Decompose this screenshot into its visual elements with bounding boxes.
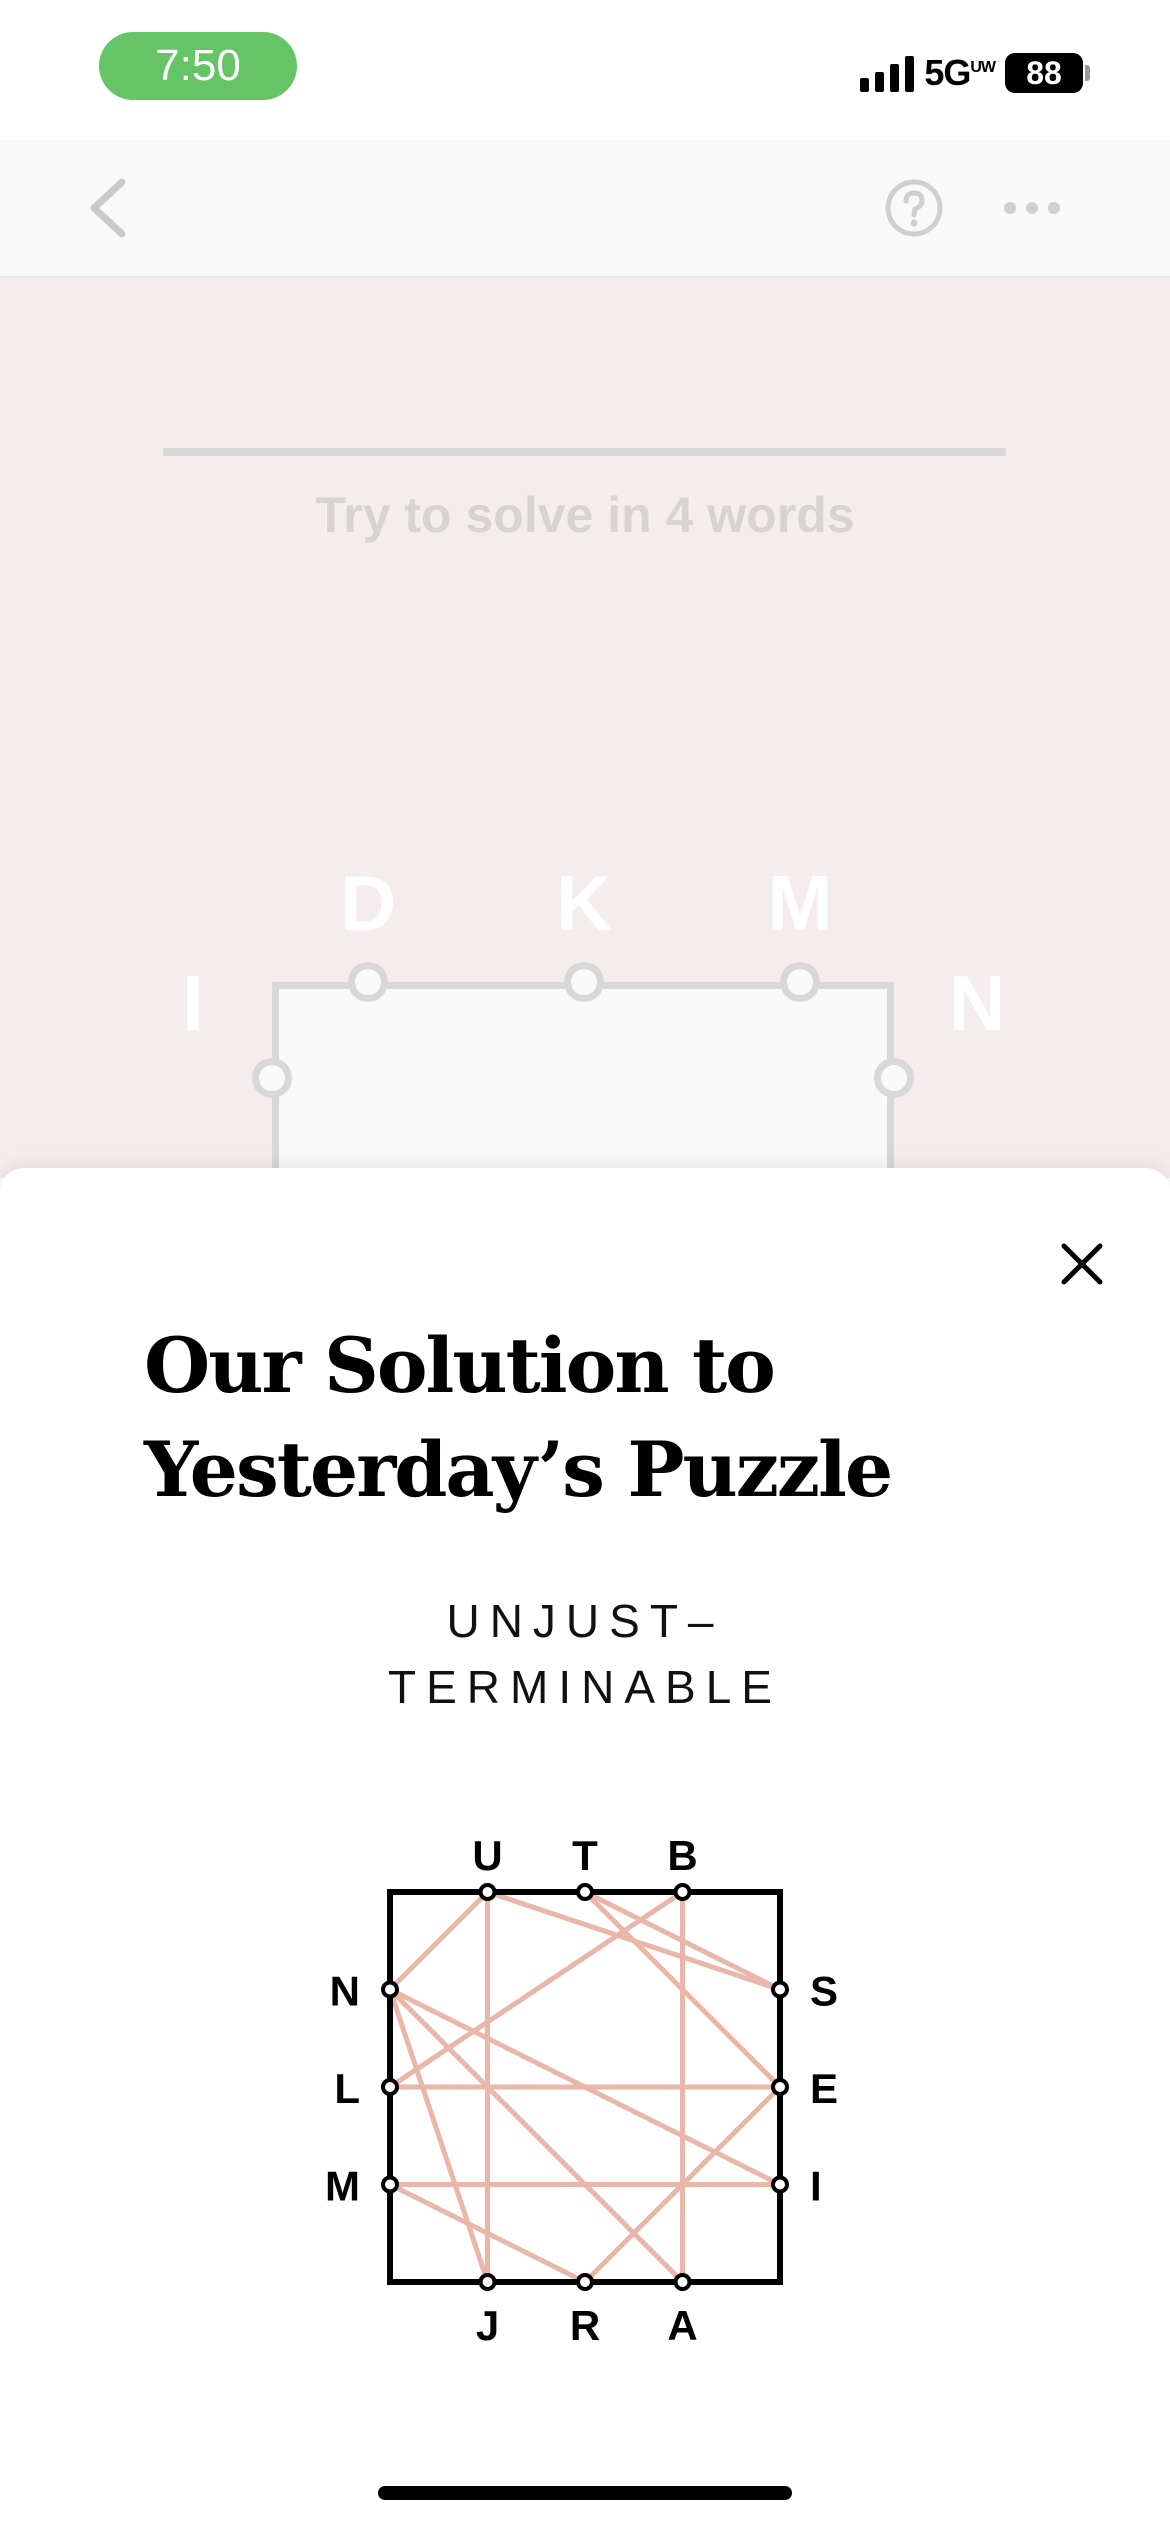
game-area: Try to solve in 4 words D K M I N [0,278,1170,1282]
path-segment [387,2182,588,2285]
diagram-node-i [771,2175,789,2194]
path-segment [387,1889,685,2090]
more-horizontal-icon[interactable] [1002,198,1062,218]
letter-top-2[interactable]: K [555,859,613,947]
network-label: 5GUW [924,52,996,93]
path-segment [387,1987,685,2285]
diagram-label-s: S [810,1968,838,2015]
signal-bars-icon [860,54,915,92]
diagram-label-m: M [325,2163,360,2210]
diagram-label-j: J [476,2302,499,2348]
node-top-3[interactable] [780,962,820,1002]
diagram-node-j [478,2273,497,2291]
hint-text: Try to solve in 4 words [315,487,855,543]
node-top-2[interactable] [564,962,604,1002]
path-segment [387,1987,490,2285]
diagram-label-l: L [334,2065,360,2112]
solution-path [387,1889,783,2285]
diagram-node-s [771,1980,789,1999]
diagram-node-r [576,2273,594,2291]
diagram-label-b: B [667,1832,697,1879]
diagram-label-a: A [667,2302,697,2348]
nav-bar [0,140,1170,278]
help-circle-icon[interactable] [884,178,944,238]
letter-top-3[interactable]: M [767,859,833,947]
diagram-label-t: T [572,1832,598,1879]
letter-left-1[interactable]: I [182,959,204,1047]
solution-word-2: TERMINABLE [388,1661,782,1713]
diagram-node-a [673,2273,692,2291]
solution-word-1: UNJUST– [446,1595,724,1647]
letter-right-1[interactable]: N [948,959,1006,1047]
diagram-label-r: R [570,2302,600,2348]
path-segment [387,1889,490,1992]
diagram-label-n: N [330,1968,360,2015]
diagram-node-l [381,2078,399,2096]
diagram-node-m [381,2175,399,2194]
solution-words: UNJUST– TERMINABLE [0,1588,1170,1720]
status-indicators: 5GUW 88 [860,48,1090,98]
battery-icon: 88 [1005,53,1083,93]
battery-level: 88 [1026,55,1062,91]
status-time: 7:50 [99,32,297,100]
status-bar: 7:50 5GUW 88 [0,0,1170,140]
home-indicator [378,2486,792,2500]
diagram-label-u: U [472,1832,502,1879]
node-left-1[interactable] [252,1058,292,1098]
sheet-title: Our Solution to Yesterday’s Puzzle [144,1321,893,1514]
diagram-node-b [673,1883,692,1901]
close-icon[interactable] [1052,1234,1112,1294]
node-right-1[interactable] [874,1058,914,1098]
letter-top-1[interactable]: D [339,859,397,947]
diagram-label-i: I [810,2163,822,2210]
diagram-node-e [771,2078,789,2096]
diagram-node-t [576,1883,594,1901]
chevron-left-icon[interactable] [80,176,140,240]
node-top-1[interactable] [348,962,388,1002]
solution-diagram: U T B J R A N L M S E I [325,1832,838,2348]
diagram-node-u [478,1883,497,1901]
diagram-node-n [381,1980,399,1999]
diagram-label-e: E [810,2065,838,2112]
battery-tip [1085,65,1090,81]
solution-sheet: Our Solution to Yesterday’s Puzzle UNJUS… [0,1168,1170,2532]
answer-line [163,448,1006,456]
